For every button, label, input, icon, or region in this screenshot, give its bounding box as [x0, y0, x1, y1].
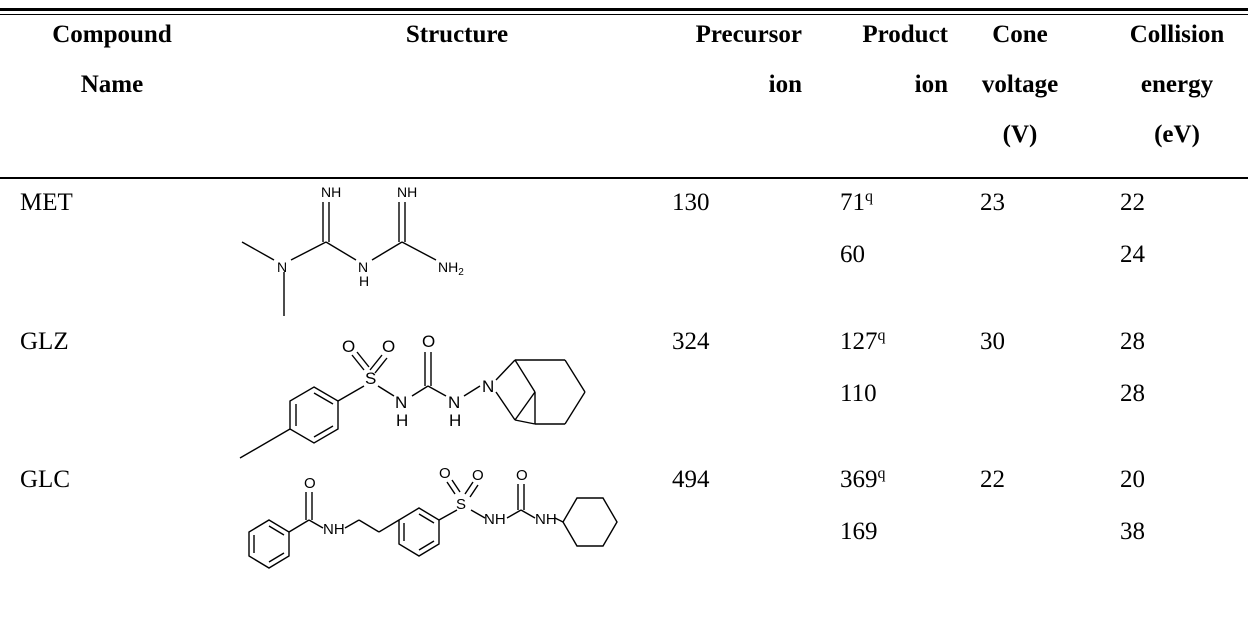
label-n: N: [448, 393, 460, 412]
collision-energy: 28: [1120, 328, 1145, 355]
label-o: O: [472, 467, 484, 484]
structure-gliclazide: O O O S N H N H N: [230, 330, 590, 465]
header-product-ion: Product ion: [862, 21, 948, 98]
label-nh2: NH2: [438, 259, 464, 278]
header-structure: Structure: [405, 21, 509, 48]
top-rule-thick: [0, 8, 1248, 11]
gliclazide-structure-drawing: O O O S N H N H N: [239, 332, 586, 459]
collision-energy: 28: [1120, 380, 1145, 407]
structure-metformin: NH NH N N H NH2: [230, 180, 530, 320]
collision-energy: 22: [1120, 189, 1145, 216]
product-ion: 169: [840, 518, 878, 545]
label-o: O: [516, 467, 528, 484]
header-compound-name: Compound Name: [52, 21, 172, 98]
structure-glibenclamide: O NH O O S NH O NH: [225, 462, 645, 582]
compound-name: GLC: [20, 466, 70, 493]
label-s: S: [365, 369, 376, 388]
label-n: N: [277, 259, 287, 275]
cone-voltage: 23: [980, 189, 1005, 216]
precursor-ion: 494: [672, 466, 710, 493]
header-bottom-rule: [0, 177, 1248, 179]
label-h: H: [359, 273, 369, 289]
product-ion: 60: [840, 241, 865, 268]
cone-voltage: 30: [980, 328, 1005, 355]
header-collision-energy: Collision energy (eV): [1129, 21, 1225, 148]
precursor-ion: 324: [672, 328, 710, 355]
cone-voltage: 22: [980, 466, 1005, 493]
collision-energy: 24: [1120, 241, 1145, 268]
label-nh: NH: [321, 184, 341, 200]
product-ion-quant: 71q: [840, 188, 873, 217]
product-ion-quant: 127q: [840, 327, 886, 356]
label-o: O: [422, 332, 435, 351]
label-o: O: [382, 337, 395, 356]
precursor-ion: 130: [672, 189, 710, 216]
label-nh: NH: [323, 521, 345, 538]
label-h: H: [396, 411, 408, 430]
compound-name: GLZ: [20, 328, 69, 355]
metformin-structure-drawing: NH NH N N H NH2: [241, 184, 464, 316]
label-n: N: [358, 259, 368, 275]
product-ion-quant: 369q: [840, 465, 886, 494]
label-s: S: [456, 496, 466, 513]
collision-energy: 38: [1120, 518, 1145, 545]
header-precursor-ion: Precursor ion: [695, 21, 802, 98]
label-nh: NH: [535, 511, 557, 528]
label-h: H: [449, 411, 461, 430]
label-nh: NH: [484, 511, 506, 528]
label-o: O: [304, 475, 316, 492]
label-o: O: [342, 337, 355, 356]
glibenclamide-structure-drawing: O NH O O S NH O NH: [248, 465, 618, 569]
top-rule-thin: [0, 14, 1248, 15]
label-nh: NH: [397, 184, 417, 200]
compound-name: MET: [20, 189, 73, 216]
label-o: O: [439, 465, 451, 482]
product-ion: 110: [840, 380, 877, 407]
header-cone-voltage: Cone voltage (V): [981, 21, 1059, 148]
label-n: N: [482, 377, 494, 396]
collision-energy: 20: [1120, 466, 1145, 493]
label-n: N: [395, 393, 407, 412]
